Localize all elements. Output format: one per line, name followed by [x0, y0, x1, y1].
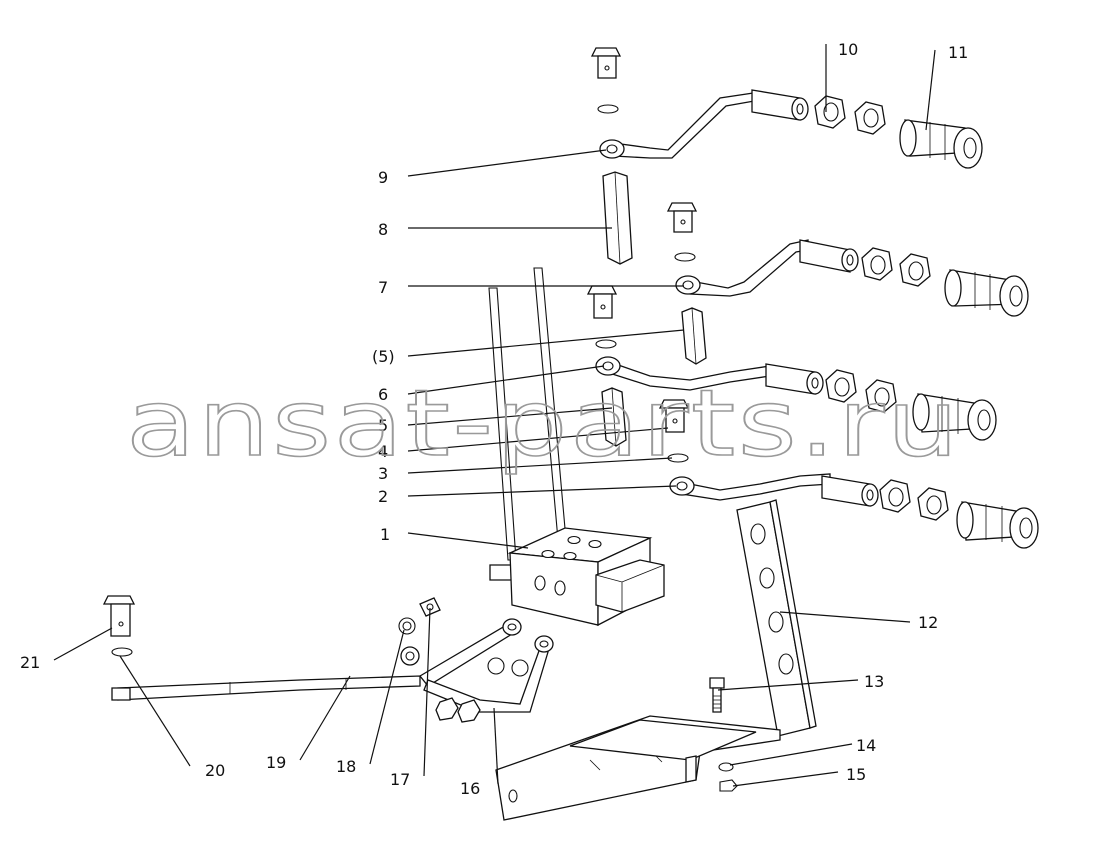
leader-lines	[53, 44, 936, 787]
callout-5-paren: (5)	[372, 347, 395, 366]
callout-9: 9	[378, 168, 388, 187]
callout-14: 14	[856, 736, 876, 755]
nut-15	[719, 779, 738, 792]
callout-11: 11	[948, 43, 968, 62]
callout-7: 7	[378, 278, 388, 297]
callout-labels: 9 8 7 (5) 6 5 4 3 2 1 10 11 12 13 14 15 …	[20, 40, 968, 798]
bracket-12	[495, 499, 817, 821]
callout-12: 12	[918, 613, 938, 632]
banjo-bolt-upper	[586, 285, 618, 349]
pipe-2-assembly	[669, 473, 1039, 549]
spacer-8	[602, 171, 633, 265]
callout-20: 20	[205, 761, 225, 780]
spacer-5-upper	[681, 307, 707, 365]
callout-21: 21	[20, 653, 40, 672]
callout-1: 1	[380, 525, 390, 544]
banjo-bolt-4	[658, 399, 690, 433]
callout-10: 10	[838, 40, 858, 59]
callout-4: 4	[378, 442, 388, 461]
bolt-13	[709, 677, 725, 713]
spacer-5-lower	[601, 387, 627, 447]
lower-pipe-assembly	[102, 595, 554, 723]
callout-2: 2	[378, 487, 388, 506]
callout-5: 5	[378, 416, 388, 435]
callout-3: 3	[378, 464, 388, 483]
pipe-9-assembly	[590, 47, 983, 169]
callout-6: 6	[378, 385, 388, 404]
watermark: ansat-parts.ru	[126, 370, 961, 477]
callout-13: 13	[864, 672, 884, 691]
pipe-6-assembly	[595, 356, 997, 441]
pipe-7-assembly	[666, 202, 1029, 317]
callout-17: 17	[390, 770, 410, 789]
callout-18: 18	[336, 757, 356, 776]
callout-15: 15	[846, 765, 866, 784]
washer-14	[718, 762, 734, 772]
valve-block	[489, 527, 665, 627]
callout-19: 19	[266, 753, 286, 772]
callout-8: 8	[378, 220, 388, 239]
callout-16: 16	[460, 779, 480, 798]
